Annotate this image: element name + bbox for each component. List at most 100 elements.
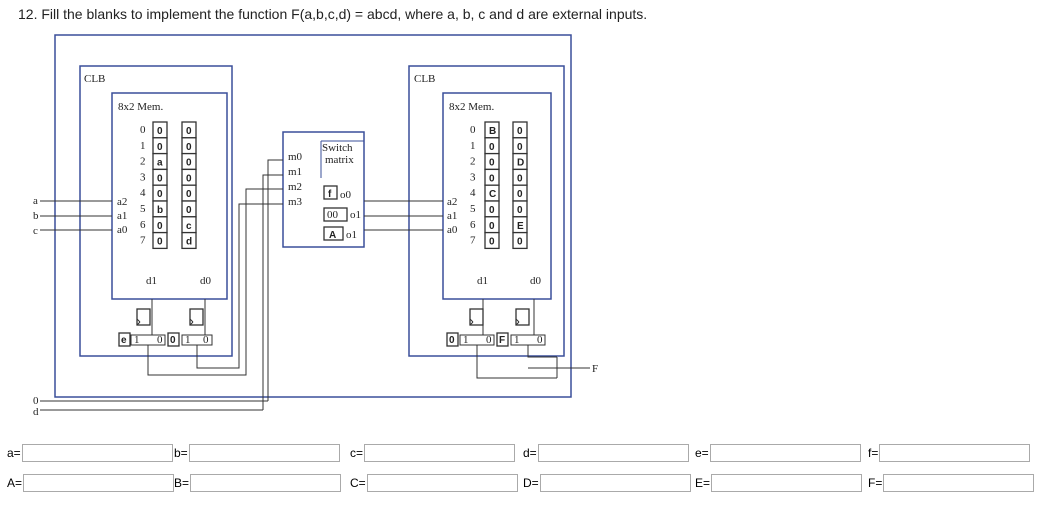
clb_right-d0-cell: 0 (517, 205, 523, 216)
svg-text:1: 1 (185, 334, 191, 346)
clb_left-row-index: 7 (140, 235, 146, 247)
answer-input-b[interactable] (188, 444, 340, 462)
clb_left-d1-cell: 0 (157, 237, 163, 248)
answer-field-e: e= (695, 443, 861, 463)
clb_right-row-index: 7 (470, 235, 476, 247)
clb_left-d0-cell: 0 (186, 173, 192, 184)
clb-right-addr-a0: a0 (447, 224, 458, 236)
answer-input-a[interactable] (21, 444, 173, 462)
switch-matrix-title-1: Switch (322, 142, 353, 154)
switch-input-m0: m0 (288, 151, 303, 163)
clb-right-mem-title: 8x2 Mem. (449, 101, 494, 113)
clb_right-cell-box (512, 231, 528, 250)
clb_left-d1-cell: 0 (157, 126, 163, 137)
svg-text:0: 0 (537, 334, 543, 346)
clb_right-d1-cell: 0 (489, 173, 495, 184)
answer-label-D: D= (523, 476, 539, 490)
answer-input-E[interactable] (711, 474, 863, 492)
answer-field-E: E= (695, 473, 863, 493)
switch-entry-2-box: 00 (327, 209, 339, 221)
clb-left-addr-a2: a2 (117, 196, 127, 208)
answer-label-E: E= (695, 476, 711, 490)
clb_right-d1-cell: 0 (489, 237, 495, 248)
clb_left-d0-cell: 0 (186, 158, 192, 169)
answer-input-C[interactable] (366, 474, 518, 492)
clb_right-d1-cell: 0 (489, 158, 495, 169)
clb-right-mux1-select: 0 (449, 335, 455, 346)
answer-field-A: A= (7, 473, 175, 493)
answer-label-d: d= (523, 446, 537, 460)
clb_left-d0-cell: 0 (186, 189, 192, 200)
answer-input-e[interactable] (709, 444, 861, 462)
answer-field-f: f= (868, 443, 1031, 463)
svg-text:0: 0 (157, 334, 163, 346)
clb_left-d1-cell: 0 (157, 173, 163, 184)
external-inputs: a b c 0 d (33, 195, 268, 418)
answer-input-f[interactable] (879, 444, 1031, 462)
clb-left-title: CLB (84, 73, 105, 85)
answer-input-F[interactable] (883, 474, 1035, 492)
clb-right-frame (408, 65, 565, 357)
clb-right-mux2-select-box (496, 332, 509, 347)
answer-label-A: A= (7, 476, 23, 490)
routing-wires (147, 159, 590, 410)
clb-left-mux2-select-box (167, 332, 180, 347)
answer-input-c[interactable] (364, 444, 516, 462)
clb_right-d0-cell: 0 (517, 142, 523, 153)
clb_left-d0-cell: 0 (186, 126, 192, 137)
svg-text:1: 1 (514, 334, 520, 346)
clb_right-d0-cell: 0 (517, 126, 523, 137)
switch-matrix-title-2: matrix (325, 154, 354, 166)
clb_left-d0-cell: 0 (186, 205, 192, 216)
switch-input-m3: m3 (288, 196, 303, 208)
clb_left-row-index: 0 (140, 124, 146, 136)
clb-left-flipflop-2 (189, 308, 204, 326)
clb_right-d0-cell: D (517, 158, 524, 169)
input-label-d: d (33, 406, 39, 418)
switch-matrix: Switch matrix m0 m1 m2 m3 f o0 00 o1 A o… (282, 131, 365, 248)
clb_right-d0-cell: 0 (517, 189, 523, 200)
clb_right-d1-cell: 0 (489, 142, 495, 153)
clb-left-mux-1: 1 0 (130, 334, 166, 346)
clb_right-d0-cell: E (517, 221, 524, 232)
answer-field-b: b= (174, 443, 340, 463)
answer-input-B[interactable] (190, 474, 342, 492)
clb_left-row-index: 1 (140, 140, 146, 152)
clb_right-cell-box (484, 231, 500, 250)
answer-field-c: c= (350, 443, 516, 463)
answer-input-D[interactable] (539, 474, 691, 492)
clb-right-d0-label: d0 (530, 275, 542, 287)
answer-label-e: e= (695, 446, 709, 460)
clb_left-row-index: 3 (140, 171, 146, 183)
clb-left-d1-label: d1 (146, 275, 157, 287)
answer-field-d: d= (523, 443, 689, 463)
clb-left-mux1-select: e (121, 335, 127, 346)
clb-left-mux1-select-box (118, 332, 131, 347)
clb_right-row-index: 6 (470, 219, 476, 231)
answer-field-B: B= (174, 473, 342, 493)
clb_right-row-index: 0 (470, 124, 476, 136)
switch-entry-3-box: A (329, 230, 336, 241)
clb_right-d1-cell: C (489, 189, 496, 200)
answer-field-C: C= (350, 473, 518, 493)
answer-input-A[interactable] (23, 474, 175, 492)
clb-right-mux-1: 1 0 (459, 334, 495, 346)
clb_right-row-index: 5 (470, 203, 476, 215)
answer-input-d[interactable] (537, 444, 689, 462)
svg-text:1: 1 (463, 334, 469, 346)
clb_left-d1-cell: 0 (157, 221, 163, 232)
clb-right-addr-a2: a2 (447, 196, 457, 208)
clb_left-d1-cell: a (157, 158, 163, 169)
clb-left-d0-label: d0 (200, 275, 212, 287)
answer-field-F: F= (868, 473, 1035, 493)
clb-left-addr-a0: a0 (117, 224, 128, 236)
clb_left-row-index: 4 (140, 187, 146, 199)
input-label-c: c (33, 225, 38, 237)
clb_left-d1-cell: 0 (157, 142, 163, 153)
clb-right-flipflop-2 (515, 308, 530, 326)
svg-text:0: 0 (486, 334, 492, 346)
